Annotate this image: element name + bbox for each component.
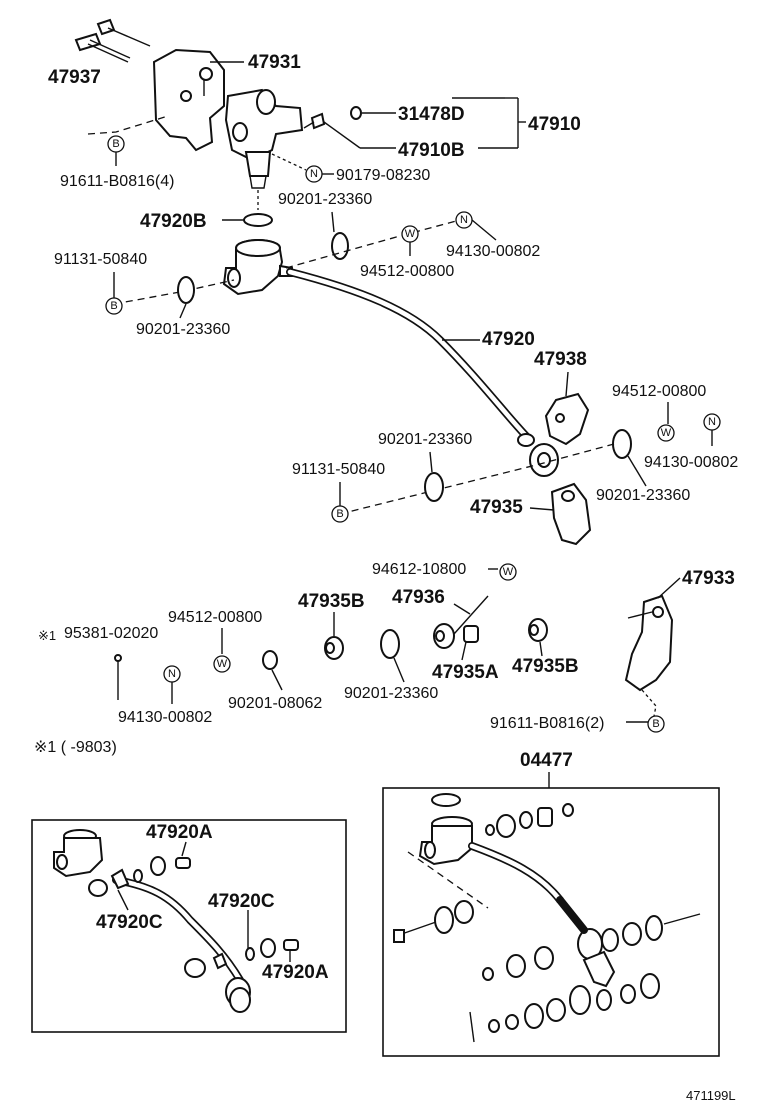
- svg-text:W: W: [405, 228, 416, 240]
- inset-box: [31, 819, 347, 1033]
- svg-text:N: N: [310, 168, 318, 180]
- label-04477[interactable]: 04477: [520, 750, 573, 771]
- label-47935A[interactable]: 47935A: [432, 662, 499, 683]
- label-94130-right[interactable]: 94130-00802: [644, 454, 738, 471]
- washer-90201-08062[interactable]: [262, 650, 278, 670]
- label-90201-top[interactable]: 90201-23360: [278, 191, 372, 208]
- svg-text:B: B: [110, 300, 117, 312]
- label-47933[interactable]: 47933: [682, 568, 735, 589]
- label-47920C-right[interactable]: 47920C: [208, 891, 275, 912]
- clip-47920C-right[interactable]: [212, 952, 228, 970]
- kit-box-04477: [382, 787, 720, 1057]
- label-47920[interactable]: 47920: [482, 329, 535, 350]
- label-47920A-top[interactable]: 47920A: [146, 822, 213, 843]
- bolt-47936[interactable]: [433, 595, 489, 649]
- collar-47935A[interactable]: [463, 625, 479, 643]
- bushing-47935B-left[interactable]: [324, 636, 344, 660]
- label-47937[interactable]: 47937: [48, 67, 101, 88]
- hose-end-fitting[interactable]: [517, 433, 559, 477]
- bracket-47931[interactable]: [152, 48, 225, 152]
- svg-text:N: N: [460, 214, 468, 226]
- label-90201-08062[interactable]: 90201-08062: [228, 695, 322, 712]
- bracket-47933[interactable]: [624, 594, 674, 692]
- label-47938[interactable]: 47938: [534, 349, 587, 370]
- svg-text:W: W: [661, 427, 672, 439]
- label-95381-02020[interactable]: 95381-02020: [64, 625, 158, 642]
- label-47935[interactable]: 47935: [470, 497, 523, 518]
- callout-n-upper: N: [455, 211, 473, 229]
- label-90179-08230[interactable]: 90179-08230: [336, 167, 430, 184]
- label-90201-right[interactable]: 90201-23360: [596, 487, 690, 504]
- svg-text:N: N: [168, 668, 176, 680]
- label-47935B-right[interactable]: 47935B: [512, 656, 579, 677]
- label-94512-right[interactable]: 94512-00800: [612, 383, 706, 400]
- callout-w-lower: W: [213, 655, 231, 673]
- note-mark: ※1: [38, 628, 56, 643]
- clamp-47935[interactable]: [550, 482, 592, 546]
- label-94512-lower[interactable]: 94512-00800: [168, 609, 262, 626]
- label-47931[interactable]: 47931: [248, 52, 301, 73]
- washer-90201-row[interactable]: [380, 629, 400, 659]
- reservoir-47920[interactable]: [222, 239, 293, 296]
- screw-47910B[interactable]: [303, 112, 326, 130]
- label-47920B[interactable]: 47920B: [140, 211, 207, 232]
- label-91131-upper[interactable]: 91131-50840: [54, 251, 147, 268]
- cover-47938[interactable]: [544, 392, 590, 446]
- plug-31478D[interactable]: [350, 106, 362, 120]
- svg-text:W: W: [217, 658, 228, 670]
- label-31478D[interactable]: 31478D: [398, 104, 465, 125]
- label-47936[interactable]: 47936: [392, 587, 445, 608]
- figure-code: 471199L: [686, 1088, 736, 1103]
- clip-47920C-left[interactable]: [110, 868, 130, 890]
- seal-47920B[interactable]: [243, 213, 273, 227]
- label-91131-mid[interactable]: 91131-50840: [292, 461, 385, 478]
- svg-text:N: N: [708, 416, 716, 428]
- washer-90201-mid[interactable]: [424, 472, 444, 502]
- callout-b-left: B: [105, 297, 123, 315]
- pin-47920A-top[interactable]: [175, 857, 191, 869]
- inset-reservoir: [53, 829, 108, 897]
- valve-47910[interactable]: [224, 88, 304, 189]
- bolt-47937[interactable]: [74, 18, 151, 63]
- washer-90201-top[interactable]: [331, 232, 349, 260]
- callout-w-94612: W: [499, 563, 517, 581]
- label-47935B-left[interactable]: 47935B: [298, 591, 365, 612]
- callout-n-right: N: [703, 413, 721, 431]
- label-94612-10800[interactable]: 94612-10800: [372, 561, 466, 578]
- bushing-47935B-right[interactable]: [528, 618, 548, 642]
- label-90201-mid[interactable]: 90201-23360: [378, 431, 472, 448]
- label-94130-upper[interactable]: 94130-00802: [446, 243, 540, 260]
- callout-b-mid: B: [331, 505, 349, 523]
- callout-n-lower: N: [163, 665, 181, 683]
- callout-w-upper: W: [401, 225, 419, 243]
- callout-b-lower-right: B: [647, 715, 665, 733]
- pin-47920A-bottom[interactable]: [283, 939, 299, 951]
- callout-w-right: W: [657, 424, 675, 442]
- callout-b-top-left: B: [107, 135, 125, 153]
- washer-90201-right[interactable]: [612, 429, 632, 459]
- label-47910[interactable]: 47910: [528, 114, 581, 135]
- label-91611-2[interactable]: 91611-B0816(2): [490, 715, 604, 732]
- note-text: ※1 ( -9803): [34, 739, 117, 756]
- svg-text:B: B: [336, 508, 343, 520]
- label-47920C-left[interactable]: 47920C: [96, 912, 163, 933]
- svg-text:B: B: [652, 718, 659, 730]
- label-90201-left[interactable]: 90201-23360: [136, 321, 230, 338]
- svg-text:B: B: [112, 138, 119, 150]
- svg-text:W: W: [503, 566, 514, 578]
- cotter-pin-95381[interactable]: [114, 654, 122, 700]
- kit-04477-parts: [393, 793, 701, 1043]
- label-90201-row[interactable]: 90201-23360: [344, 685, 438, 702]
- callout-n-90179: N: [305, 165, 323, 183]
- label-91611-4[interactable]: 91611-B0816(4): [60, 173, 174, 190]
- inset-hose-end: [184, 958, 251, 1013]
- washer-90201-left[interactable]: [177, 276, 195, 304]
- label-94130-lower[interactable]: 94130-00802: [118, 709, 212, 726]
- label-47920A-bottom[interactable]: 47920A: [262, 962, 329, 983]
- label-94512-upper[interactable]: 94512-00800: [360, 263, 454, 280]
- label-47910B[interactable]: 47910B: [398, 140, 465, 161]
